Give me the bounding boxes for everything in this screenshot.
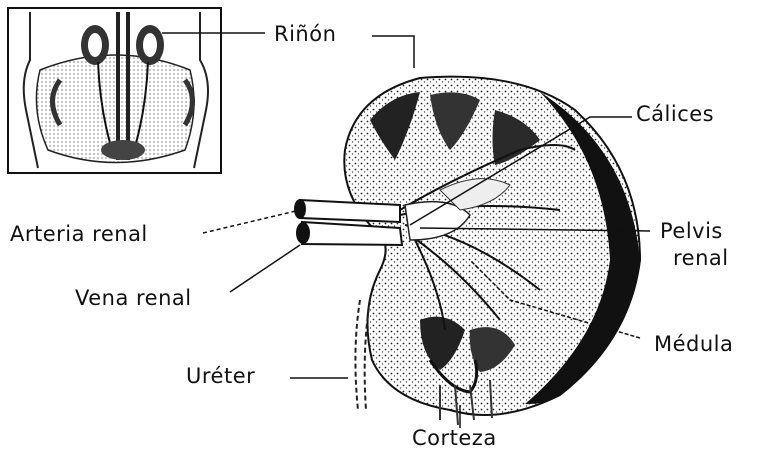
label-pelvis: Pelvis xyxy=(660,220,723,242)
label-calices: Cálices xyxy=(636,103,714,125)
label-medula: Médula xyxy=(654,333,733,355)
label-ureter: Uréter xyxy=(186,365,255,387)
label-renal: renal xyxy=(673,247,729,269)
label-corteza: Corteza xyxy=(412,427,497,449)
leader-vena xyxy=(230,245,300,292)
kidney-cross-section xyxy=(294,77,640,425)
leader-rinon xyxy=(372,36,414,68)
label-rinon: Riñón xyxy=(274,23,336,45)
label-arteria-renal: Arteria renal xyxy=(10,223,148,245)
label-vena-renal: Vena renal xyxy=(75,287,192,309)
leader-arteria xyxy=(203,210,300,233)
